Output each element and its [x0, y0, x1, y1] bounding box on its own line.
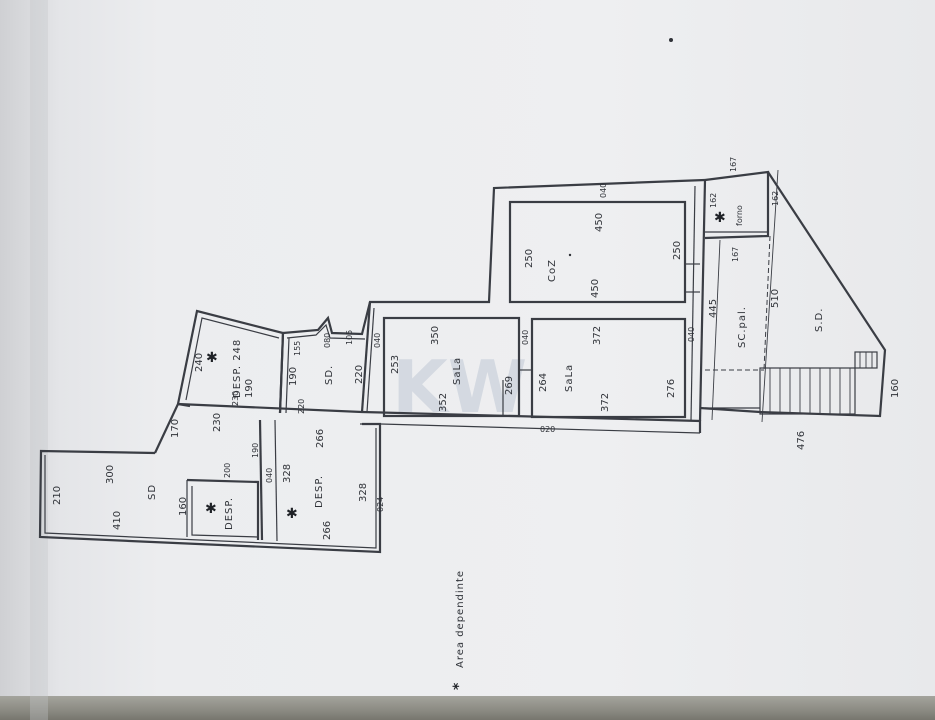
dependency-star-icon: ✱: [206, 350, 218, 366]
dimension-label: 020: [540, 425, 555, 434]
dimension-label: 040: [521, 330, 530, 345]
dimension-label: 276: [666, 379, 677, 398]
dimension-label: 372: [600, 393, 611, 412]
dimension-label: 410: [112, 511, 123, 530]
dimension-label: 476: [796, 431, 807, 450]
ink-dot: [669, 38, 673, 42]
dimension-label: 350: [430, 326, 441, 345]
legend: * Area dependinte: [451, 570, 467, 690]
dimension-label: 220: [354, 365, 365, 384]
dimension-label: 105: [345, 330, 354, 345]
dimension-label: 190: [251, 443, 260, 458]
dimension-label: 250: [524, 249, 535, 268]
sala-1-room: [382, 316, 521, 418]
dimension-label: 300: [105, 465, 116, 484]
dimension-label: 040: [265, 468, 274, 483]
room-label-desp-mid: DESP.: [314, 475, 325, 508]
dimension-label: 040: [687, 327, 696, 342]
dimension-labels: 210 300 410 170 230 160 200 190 040 328 …: [52, 157, 901, 540]
dimension-label: 269: [504, 376, 515, 395]
dimension-label: 450: [594, 213, 605, 232]
dimension-label: 167: [731, 247, 740, 262]
dependency-star-icon: ✱: [714, 210, 726, 226]
dependency-star-icon: ✱: [205, 501, 217, 517]
dimension-label: 162: [771, 191, 780, 206]
dimension-label: 266: [322, 521, 333, 540]
dimension-label: 190: [288, 367, 299, 386]
dimension-label: 230: [231, 391, 240, 406]
dimension-label: 328: [358, 483, 369, 502]
dimension-label: 024: [376, 497, 385, 512]
legend-text: Area dependinte: [455, 570, 466, 668]
legend-star-icon: *: [451, 682, 467, 690]
dimension-label: 167: [729, 157, 738, 172]
dimension-label: 450: [590, 279, 601, 298]
dimension-label: 160: [178, 497, 189, 516]
dimension-label: 040: [599, 183, 608, 198]
dimension-label: 240: [194, 353, 205, 372]
room-label-coz: CoZ: [547, 259, 558, 282]
room-label-sd-right: S.D.: [814, 308, 825, 332]
dependency-star-icon: ✱: [286, 506, 298, 522]
room-label-sala-1: SaLa: [452, 357, 463, 385]
dimension-label: 220: [297, 399, 306, 414]
dimension-label: 250: [672, 241, 683, 260]
room-label-desp-small: DESP.: [224, 497, 235, 530]
dimension-label: 162: [709, 193, 718, 208]
dimension-label: 352: [438, 393, 449, 412]
dimension-label: 160: [890, 379, 901, 398]
room-label-sd-mid: SD.: [324, 365, 335, 385]
dimension-label: 210: [52, 486, 63, 505]
dimension-label: 445: [708, 299, 719, 318]
scan-streak: [30, 0, 48, 720]
dimension-label: 510: [770, 289, 781, 308]
dimension-label: 328: [282, 464, 293, 483]
sala-2-room: [530, 317, 687, 419]
dimension-label: 372: [592, 326, 603, 345]
dimension-label: 170: [170, 419, 181, 438]
room-label-sd-left: SD: [147, 484, 158, 500]
dimension-label: 080: [323, 333, 332, 348]
dimension-label: 040: [373, 333, 382, 348]
coz-room: [508, 200, 687, 304]
table-surface: [0, 696, 935, 720]
room-label-sala-2: SaLa: [564, 364, 575, 392]
dimension-label: 230: [212, 413, 223, 432]
room-label-forno: forno: [735, 205, 744, 226]
room-label-sc-pal: SC.pal.: [737, 306, 748, 348]
room-label-desp-top: DESP. 248: [232, 339, 243, 398]
inner-wall-left-wing: [44, 428, 377, 549]
dimension-label: 190: [244, 379, 255, 398]
ink-dot: [568, 253, 572, 257]
dimension-label: 253: [390, 355, 401, 374]
dimension-label: 264: [538, 373, 549, 392]
dimension-label: 200: [223, 463, 232, 478]
dimension-label: 266: [315, 429, 326, 448]
dimension-label: 155: [293, 341, 302, 356]
staircase: [759, 351, 878, 415]
